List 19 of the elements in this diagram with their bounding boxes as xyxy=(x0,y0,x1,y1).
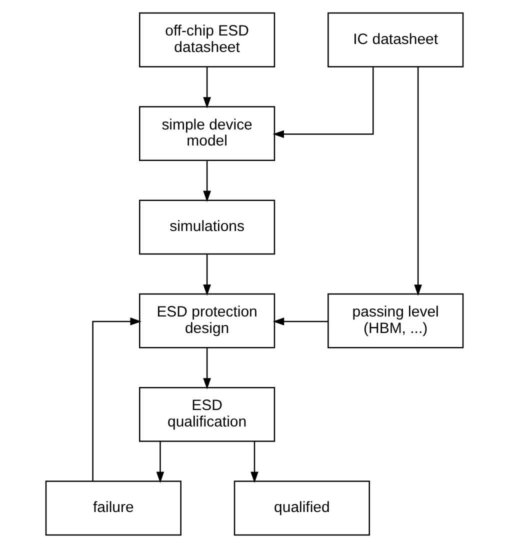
node-box: simple device model xyxy=(138,106,275,161)
arrow xyxy=(250,442,258,483)
arrow xyxy=(272,318,328,326)
node-box: ESD protection design xyxy=(138,293,275,348)
arrow xyxy=(414,66,422,296)
node-box: IC datasheet xyxy=(327,12,464,68)
arrow xyxy=(202,160,210,202)
arrow xyxy=(272,67,374,138)
node-box: ESD qualification xyxy=(138,387,275,442)
node-box: qualified xyxy=(233,480,370,536)
arrow xyxy=(202,348,210,390)
arrow xyxy=(92,318,141,481)
arrow xyxy=(156,442,164,483)
node-box: failure xyxy=(44,480,181,536)
arrow xyxy=(202,66,210,108)
node-box: simulations xyxy=(138,200,275,255)
arrow xyxy=(202,254,210,296)
node-box: off-chip ESD datasheet xyxy=(138,12,275,68)
node-box: passing level (HBM, ...) xyxy=(327,293,464,348)
